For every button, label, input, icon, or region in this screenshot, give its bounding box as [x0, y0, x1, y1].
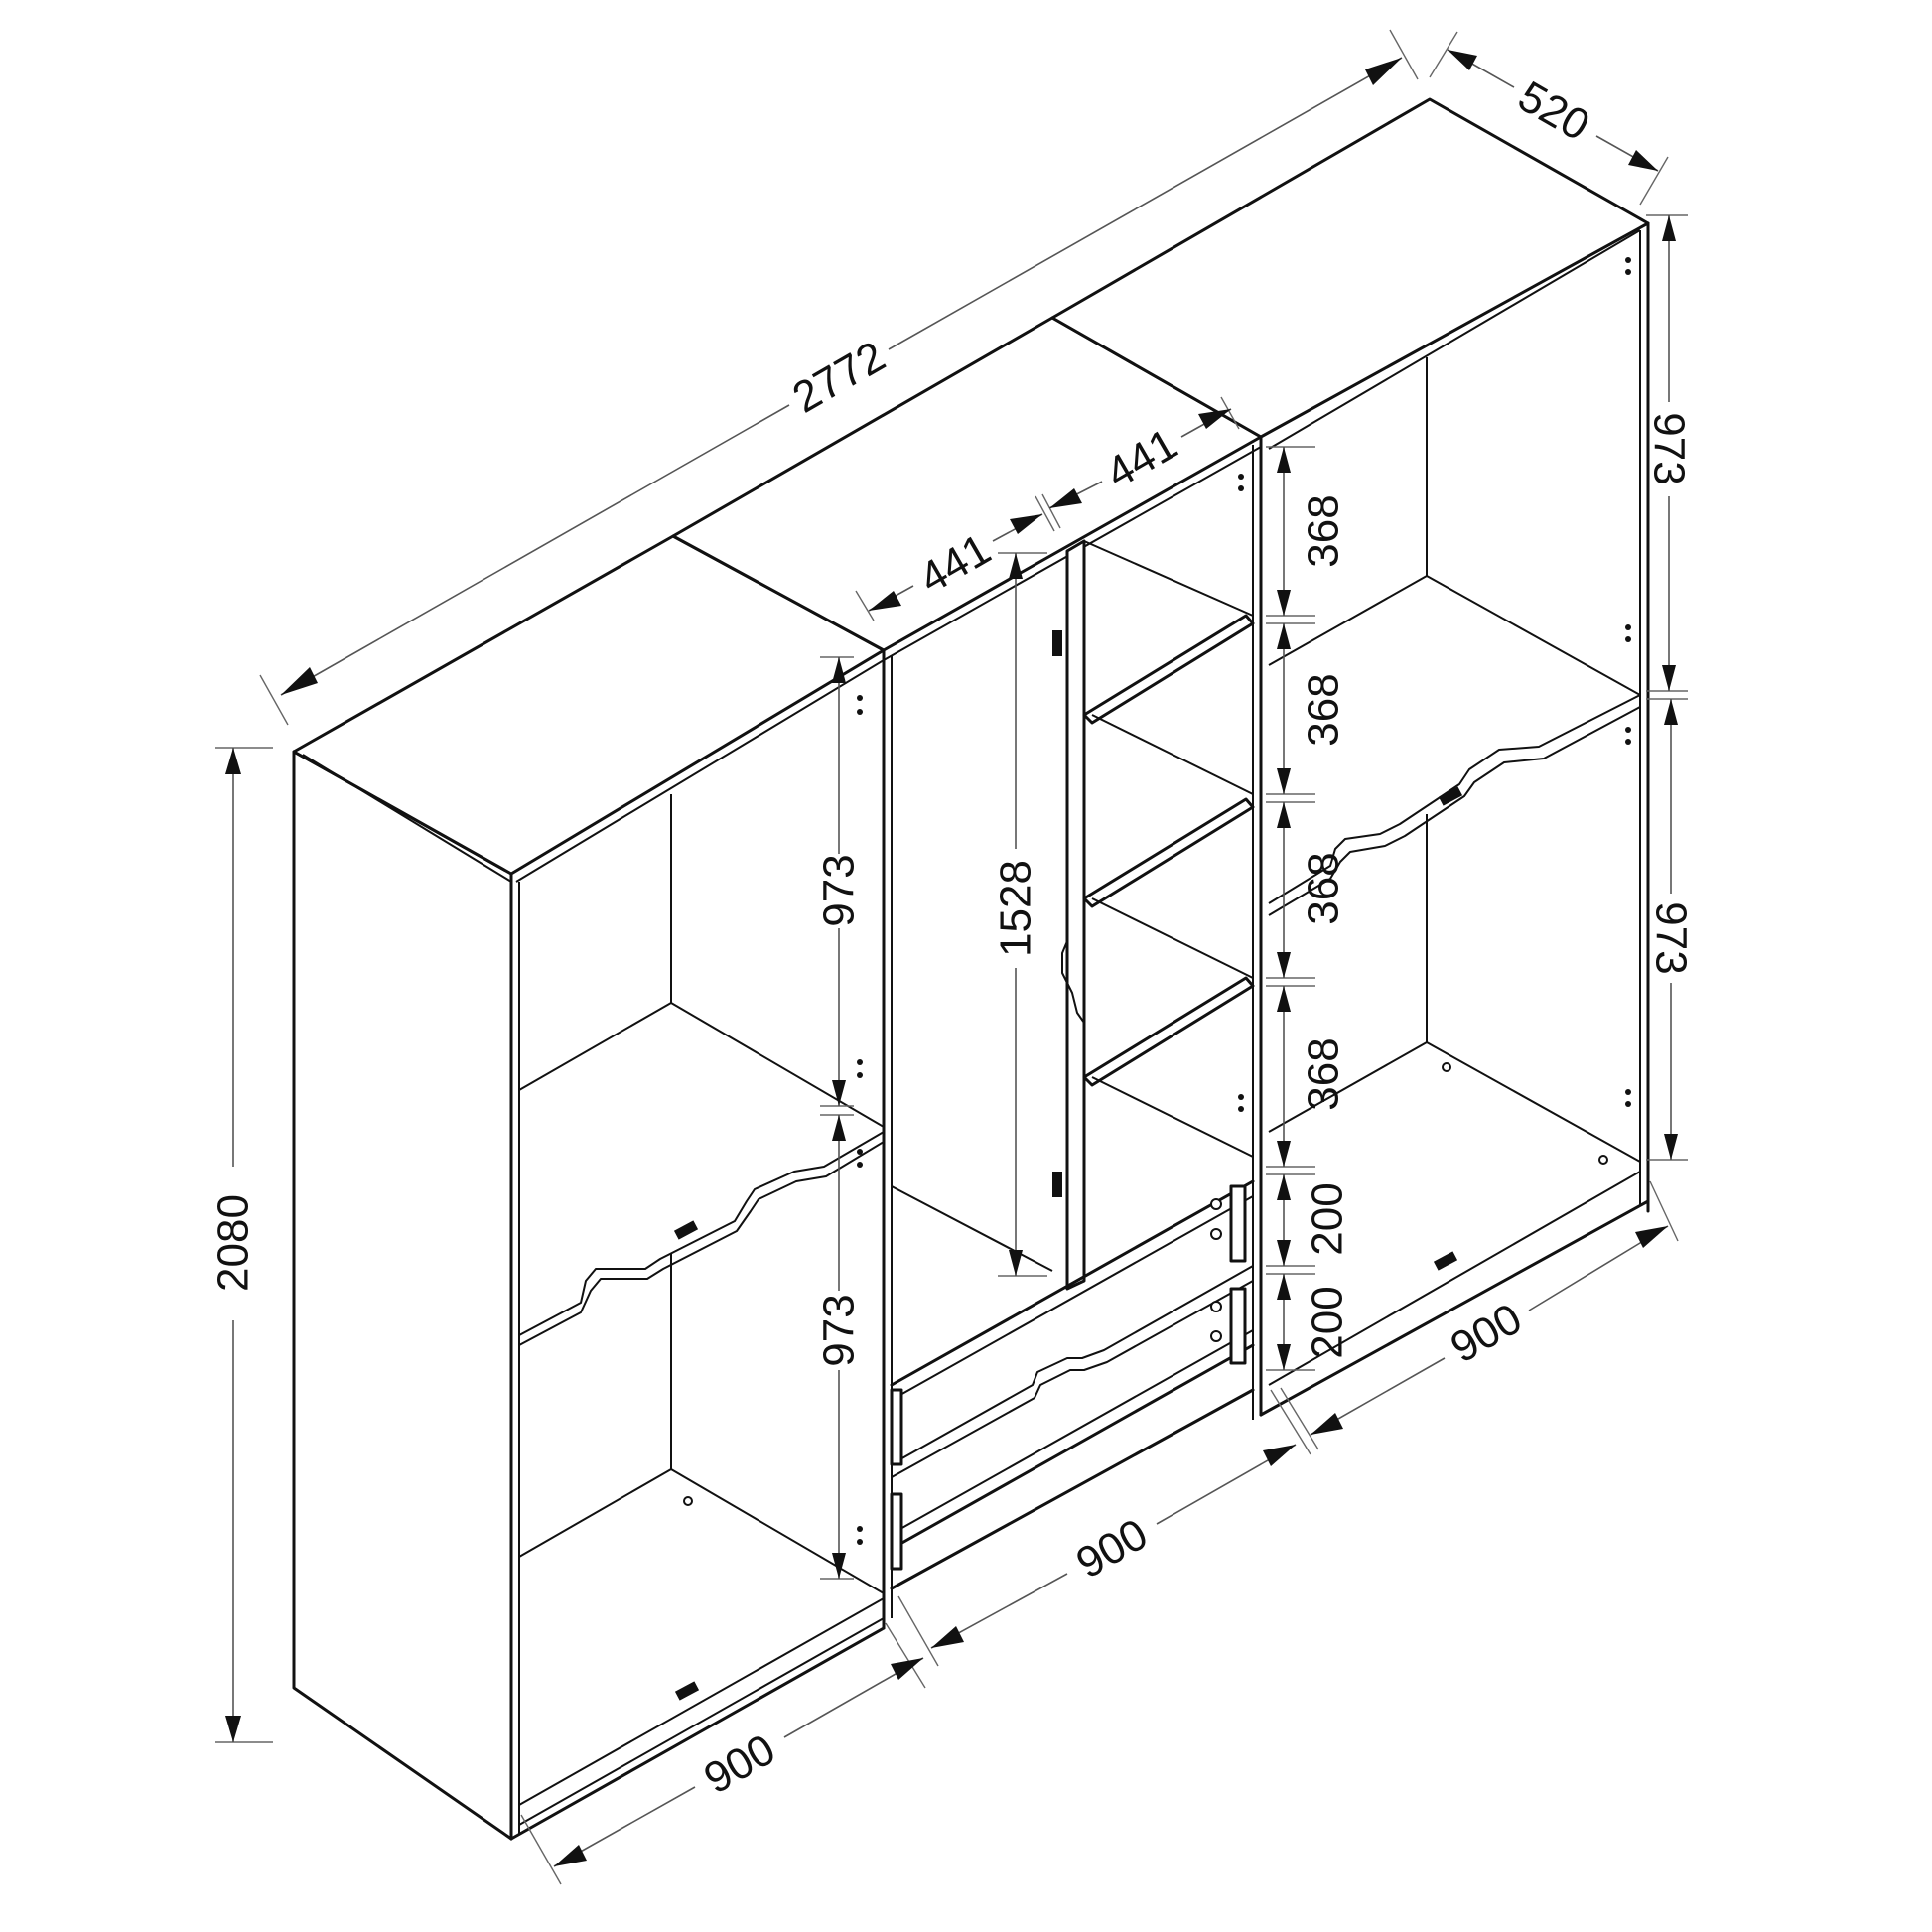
- dim-total-width: [259, 29, 1419, 726]
- label-shelf-gap-2: 368: [1300, 673, 1348, 746]
- label-middle-width: 900: [1068, 1509, 1156, 1587]
- dim-left-width: [520, 1622, 926, 1885]
- label-left-upper-compartment: 973: [815, 854, 864, 926]
- door-handle-top: [1052, 630, 1062, 656]
- dim-door-height: [998, 552, 1047, 1277]
- dim-right-compartments: [1646, 214, 1688, 1161]
- dim-shelf-width: [1041, 396, 1240, 529]
- door-handle-bottom: [1052, 1172, 1062, 1197]
- right-shelf-handle: [1438, 786, 1463, 806]
- label-left-width: 900: [696, 1725, 783, 1803]
- label-door-height: 1528: [992, 860, 1040, 957]
- middle-door[interactable]: [1065, 539, 1086, 1291]
- label-left-lower-compartment: 973: [815, 1294, 864, 1366]
- label-depth: 520: [1510, 71, 1597, 150]
- dim-right-width: [1280, 1180, 1679, 1450]
- middle-drawer-shelf-cutout: [891, 1265, 1254, 1465]
- wardrobe-structure: [292, 97, 1650, 1841]
- left-bottom-handle: [674, 1681, 700, 1701]
- left-shelf-handle: [673, 1220, 699, 1240]
- middle-shelf-3: [1082, 976, 1255, 1087]
- drawer-1-side: [1229, 1184, 1247, 1263]
- label-total-height: 2080: [209, 1194, 258, 1292]
- label-drawer-height-2: 200: [1304, 1286, 1352, 1358]
- label-right-lower-compartment: 973: [1647, 901, 1696, 974]
- left-section: [292, 534, 886, 1841]
- drawer-2-side: [1229, 1287, 1247, 1365]
- label-shelf-gap-4: 368: [1300, 1037, 1348, 1110]
- right-section: [1050, 97, 1650, 1417]
- middle-shelf-pin-holes: [1238, 474, 1244, 1112]
- label-shelf-gap-1: 368: [1300, 494, 1348, 567]
- middle-shelf-1: [1082, 614, 1255, 725]
- dim-total-height: [215, 747, 273, 1743]
- right-bottom-handle: [1433, 1251, 1458, 1271]
- left-shelf-cutout: [518, 1131, 885, 1336]
- right-shelf-cutout: [1268, 694, 1641, 904]
- left-side-panel: [292, 750, 513, 1841]
- label-drawer-height-1: 200: [1304, 1182, 1352, 1255]
- dim-left-compartments: [820, 656, 854, 1580]
- right-shelf-pin-holes: [1625, 257, 1631, 1107]
- dim-door-width: [855, 495, 1055, 621]
- left-shelf-pin-holes: [683, 695, 863, 1545]
- label-right-upper-compartment: 973: [1645, 412, 1694, 484]
- middle-section: [671, 316, 1263, 1630]
- label-shelf-gap-3: 368: [1300, 852, 1348, 924]
- label-total-width: 2772: [784, 332, 893, 422]
- dim-middle-width: [897, 1389, 1311, 1667]
- dim-shelf-gaps: [1266, 446, 1315, 1371]
- dim-depth: [1429, 31, 1669, 206]
- middle-shelf-2: [1082, 797, 1255, 908]
